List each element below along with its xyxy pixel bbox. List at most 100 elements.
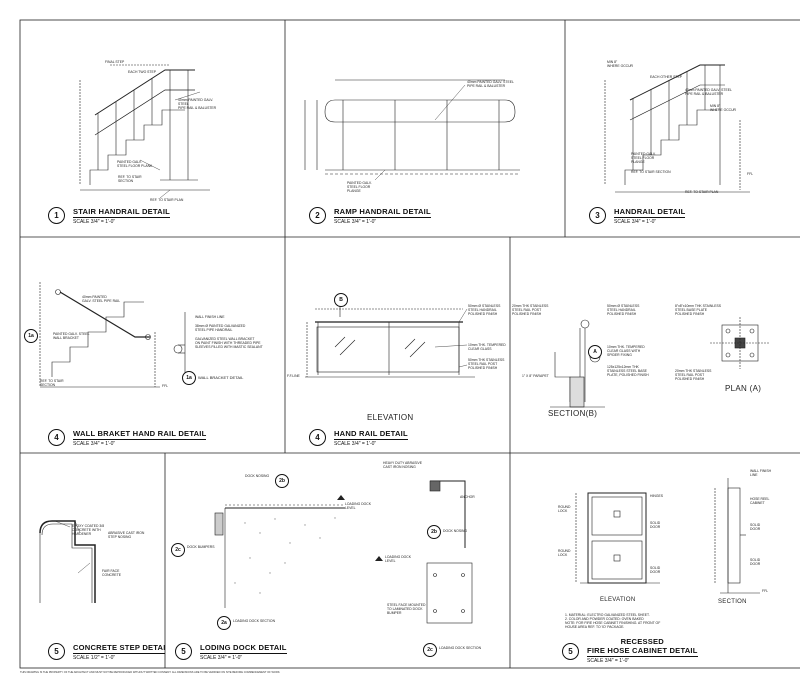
tag-2c-a: 2c xyxy=(171,543,185,557)
detail-handrail: MIN 8" WHERE OCCUR EACH OTHER STEP 40mm … xyxy=(565,20,800,237)
tag-1a-left: 1a xyxy=(24,329,38,343)
footer-note: THIS DRAWING IS THE PROPERTY OF THE ARCH… xyxy=(20,671,281,674)
section-plan-drawing xyxy=(550,317,770,408)
note-pipe-rail: 40mm PAINTED GALV. STEEL PIPE RAIL & BAL… xyxy=(685,88,732,96)
note-ffl: FFL xyxy=(747,172,754,176)
note-pipe-rail: 40mm PAINTED GALV. STEEL PIPE RAIL xyxy=(82,295,121,303)
note-ramp-pipe-rail: 40mm PAINTED GALV. STEEL PIPE RAIL & BAL… xyxy=(467,80,514,88)
detail-title: RECESSED FIRE HOSE CABINET DETAIL xyxy=(587,637,698,655)
note-base-plate: 125x125x12mm THK STAINLESS STEEL BASE PL… xyxy=(607,365,649,377)
detail-title: RAMP HANDRAIL DETAIL xyxy=(334,207,431,216)
subtitle-wall-bracket: WALL BRACKET DETAIL xyxy=(198,375,244,380)
note-round-lock-top: ROUND LOCK xyxy=(558,505,571,513)
note-ref-section: REF. TO STAIR SECTION xyxy=(631,170,671,174)
note-nosing: ABRASIVE CAST IRON STEP NOSING xyxy=(108,531,145,539)
title-block-1: 1 STAIR HANDRAIL DETAIL SCALE 3/4" = 1'-… xyxy=(48,207,171,225)
note-parapet: 1" X 8" PARAPET xyxy=(522,374,549,378)
stair-handrail-drawing xyxy=(79,64,210,199)
note-wall-finish: WALL FINISH LINE xyxy=(750,469,772,477)
ramp-handrail-drawing xyxy=(304,79,520,181)
note-solid-door-s2: SOLID DOOR xyxy=(750,558,761,566)
note-heavy-nosing: HEAVY DUTY ABRASIVE CAST IRON NOSING xyxy=(383,461,423,469)
note-dock-bumpers: DOCK BUMPERS xyxy=(187,545,215,549)
note-galv-bracket: GALVANIZED STEEL WALL BRACKET ON PAINT F… xyxy=(195,337,263,349)
detail-scale: SCALE 3/4" = 1'-0" xyxy=(73,217,171,225)
detail-number-bubble: 5 xyxy=(562,643,579,660)
note-wall-finish: WALL FINISH LINE xyxy=(195,315,225,319)
note-ref-stair: REF. TO STAIR SECTION xyxy=(40,379,64,387)
detail-fire-hose-cabinet: HINGES ROUND LOCK SOLID DOOR ROUND LOCK … xyxy=(510,453,800,668)
note-glass: 10mm THK. TEMPERED CLEAR GLASS xyxy=(468,343,506,351)
note-floor-plank: PAINTED GALV. STEEL FLOOR PLANK xyxy=(117,160,153,168)
view-label-plan-a: PLAN (A) xyxy=(725,384,762,393)
note-dock-nosing-b: DOCK NOSING xyxy=(443,529,468,533)
note-section-2a: LOADING DOCK SECTION xyxy=(233,619,276,623)
title-block-5: 4 HAND RAIL DETAIL SCALE 3/4" = 1'-0" xyxy=(309,429,408,447)
detail-hand-rail-glass: B 50mm Ø STAINLESS STEEL HANDRAIL POLISH… xyxy=(285,237,510,453)
note-rail-post-top: 20mm THK STAINLESS STEEL RAIL POST POLIS… xyxy=(512,304,549,316)
note-rail-post: 50mm THK STAINLESS STEEL RAIL POST POLIS… xyxy=(468,358,505,370)
title-block-8: 5 LODING DOCK DETAIL SCALE 3/4" = 1'-0" xyxy=(175,643,287,661)
detail-title: STAIR HANDRAIL DETAIL xyxy=(73,207,171,216)
tag-2a: 2a xyxy=(217,616,231,630)
note-ref-stair-plan: REF. TO STAIR PLAN xyxy=(150,198,184,202)
note-38mm-pipe: 38mm Ø PAINTED GALVANIZED STEEL PIPE HAN… xyxy=(195,324,246,332)
detail-number-bubble: 5 xyxy=(48,643,65,660)
note-wall-bracket: PAINTED GALV. STEEL WALL BRACKET xyxy=(53,332,90,340)
detail-scale: SCALE 1/2" = 1'-0" xyxy=(73,653,165,661)
detail-section-plan: 20mm THK STAINLESS STEEL RAIL POST POLIS… xyxy=(510,237,800,453)
detail-title: CONCRETE STEP DETAIL xyxy=(73,643,165,652)
note-section-2c: LOADING DOCK SECTION xyxy=(439,646,482,650)
view-label-section: SECTION xyxy=(718,599,747,605)
note-material-list: 1. MATERIAL: ELECTRO GALVANIZED STEEL SH… xyxy=(565,613,661,629)
detail-number-bubble: 1 xyxy=(48,207,65,224)
note-ref-plan: REF. TO STAIR PLAN xyxy=(685,190,719,194)
note-ramp-floor: PAINTED GALV. STEEL FLOOR PLANGE xyxy=(347,181,372,193)
glass-rail-drawing xyxy=(305,294,475,378)
note-hinges: HINGES xyxy=(650,494,663,498)
note-dock-level: LOADING DOCK LEVEL xyxy=(345,502,371,510)
detail-loading-dock: DOCK NOSING 2b LOADING DOCK LEVEL 2c DOC… xyxy=(165,453,510,668)
concrete-step-drawing xyxy=(39,520,96,603)
note-solid-door-bottom: SOLID DOOR xyxy=(650,566,661,574)
detail-concrete-step: EPOXY COATED 3/8 CONCRETE WITH HARDENER … xyxy=(20,453,165,668)
note-plan-base-plate: 8"x8"x10mm THK STAINLESS STEEL BASE PLAT… xyxy=(675,304,721,316)
detail-scale: SCALE 3/4" = 1'-0" xyxy=(334,439,408,447)
view-label-elevation: ELEVATION xyxy=(367,413,414,422)
detail-number-bubble: 4 xyxy=(309,429,326,446)
detail-wall-bracket: 40mm PAINTED GALV. STEEL PIPE RAIL PAINT… xyxy=(20,237,285,453)
note-min-8-mid: MIN 8" WHERE OCCUR xyxy=(710,104,736,112)
note-hose-reel: HOSE REEL CABINET xyxy=(750,497,770,505)
detail-scale: SCALE 3/4" = 1'-0" xyxy=(73,439,207,447)
loading-dock-drawing xyxy=(214,480,473,624)
tag-1a-sub: 1a xyxy=(182,371,196,385)
detail-scale: SCALE 3/4" = 1'-0" xyxy=(200,653,287,661)
detail-scale: SCALE 3/4" = 1'-0" xyxy=(587,656,698,664)
note-anchor: ANCHOR xyxy=(460,495,475,499)
title-block-7: 5 CONCRETE STEP DETAIL SCALE 1/2" = 1'-0… xyxy=(48,643,165,661)
note-plan-rail-post: 20mm THK STAINLESS STEEL RAIL POST POLIS… xyxy=(675,369,712,381)
detail-stair-handrail: FINAL STEP EACH TWO STEP 40mm PAINTED GA… xyxy=(20,20,285,237)
title-block-9: 5 RECESSED FIRE HOSE CABINET DETAIL SCAL… xyxy=(562,637,698,664)
fire-hose-drawing xyxy=(575,478,760,594)
title-block-3: 3 HANDRAIL DETAIL SCALE 3/4" = 1'-0" xyxy=(589,207,686,225)
note-ref-stair-section: REF. TO STAIR SECTION xyxy=(118,175,142,183)
note-dock-level-b: LOADING DOCK LEVEL xyxy=(385,555,411,563)
note-ffl: FFL xyxy=(162,384,169,388)
note-handrail: 50mm Ø STAINLESS STEEL HANDRAIL POLISHED… xyxy=(607,304,640,316)
note-steel-face: STEEL FACE MOUNTED TO LAMINATED DOCK BUM… xyxy=(387,603,426,615)
note-ffl: FFL xyxy=(762,589,769,593)
note-dock-nosing: DOCK NOSING xyxy=(245,474,270,478)
detail-scale: SCALE 3/4" = 1'-0" xyxy=(334,217,431,225)
detail-title: HAND RAIL DETAIL xyxy=(334,429,408,438)
note-epoxy: EPOXY COATED 3/8 CONCRETE WITH HARDENER xyxy=(72,524,105,536)
detail-title: WALL BRAKET HAND RAIL DETAIL xyxy=(73,429,207,438)
note-floor-plange: PAINTED GALV. STEEL FLOOR PLANGE xyxy=(631,152,656,164)
detail-scale: SCALE 3/4" = 1'-0" xyxy=(614,217,686,225)
note-solid-door-s1: SOLID DOOR xyxy=(750,523,761,531)
note-round-lock-bottom: ROUND LOCK xyxy=(558,549,571,557)
detail-number-bubble: 2 xyxy=(309,207,326,224)
detail-number-bubble: 3 xyxy=(589,207,606,224)
